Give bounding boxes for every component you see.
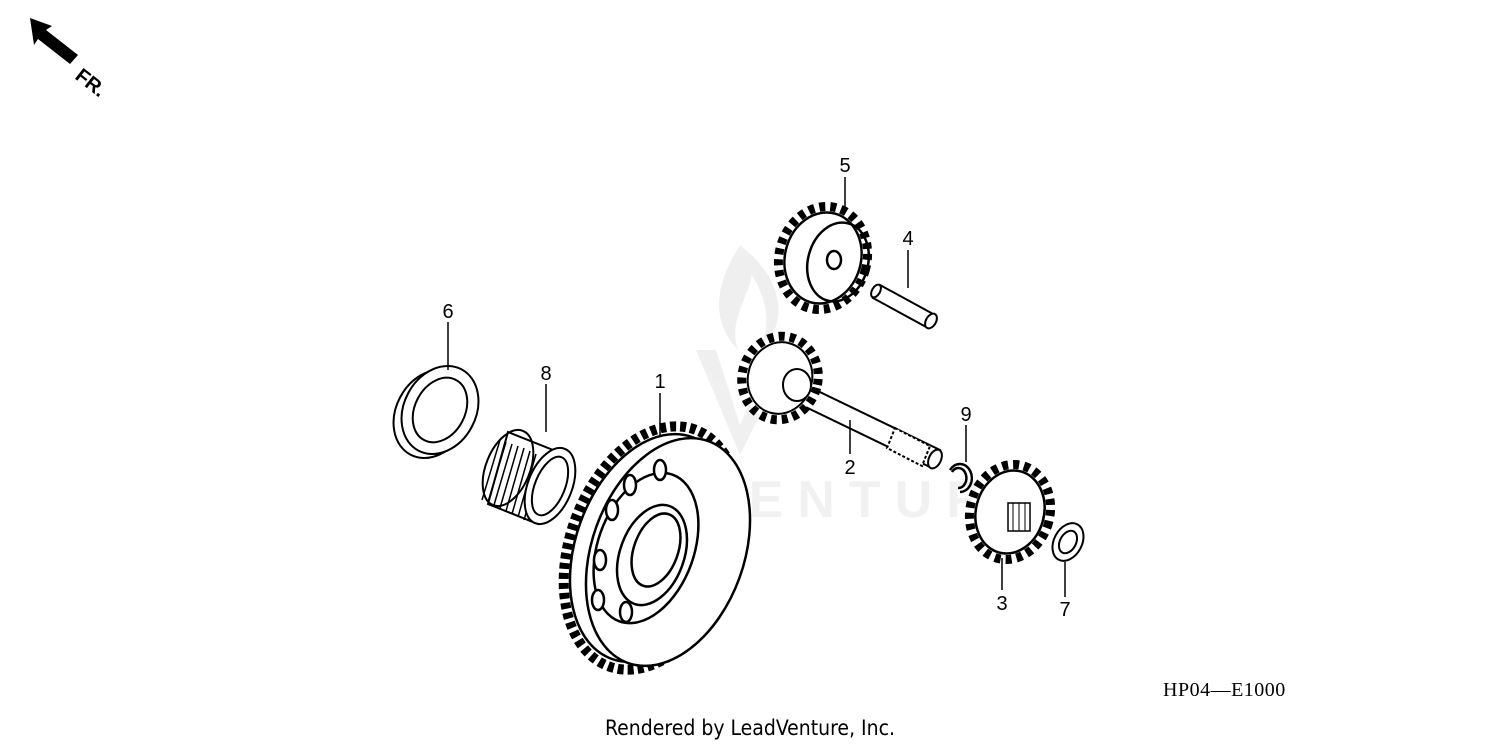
- part-6-washer: [392, 365, 480, 459]
- callout-4: 4: [902, 228, 913, 250]
- callout-3: 3: [996, 593, 1007, 615]
- callout-2: 2: [844, 457, 855, 479]
- part-5-idle-gear: [773, 201, 873, 315]
- diagram-code: HP04—E1000: [1163, 679, 1286, 701]
- front-direction-label: FR.: [71, 65, 110, 102]
- callout-9: 9: [960, 404, 971, 426]
- part-8-needle-bearing: [481, 429, 577, 526]
- callout-1: 1: [654, 371, 665, 393]
- leader-lines: [447, 177, 1066, 597]
- part-7-washer: [1051, 522, 1085, 562]
- rendered-by-footer: Rendered by LeadVenture, Inc.: [605, 716, 895, 740]
- part-2-idle-gear-shaft: [737, 331, 943, 470]
- callout-6: 6: [442, 301, 453, 323]
- front-direction-arrow-icon: [30, 18, 78, 64]
- part-1-starter-driven-gear: [558, 421, 752, 675]
- callout-8: 8: [540, 363, 551, 385]
- callout-5: 5: [839, 155, 850, 177]
- part-3-drive-gear: [964, 459, 1056, 565]
- part-9-circlip: [948, 462, 974, 494]
- callout-7: 7: [1059, 599, 1070, 621]
- part-4-pin: [870, 283, 938, 330]
